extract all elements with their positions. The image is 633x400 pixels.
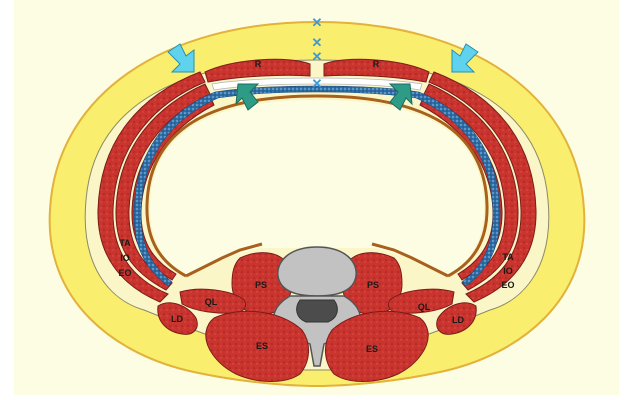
cross-marker-icon: ✕: [312, 15, 323, 30]
label-rectus-right: R: [373, 59, 380, 69]
label-ta-right: TA: [502, 252, 514, 262]
label-ql-left: QL: [205, 297, 218, 307]
label-ta-left: TA: [119, 238, 131, 248]
label-es-left: ES: [256, 341, 268, 351]
vertebral-body: [278, 247, 356, 296]
label-es-right: ES: [366, 344, 378, 354]
label-ld-left: LD: [171, 314, 183, 324]
spinal-canal: [297, 300, 338, 322]
label-eo-right: EO: [501, 280, 514, 290]
cross-marker-icon: ✕: [312, 49, 323, 64]
label-io-left: IO: [120, 253, 130, 263]
label-io-right: IO: [503, 266, 513, 276]
label-ld-right: LD: [452, 315, 464, 325]
cross-marker-icon: ✕: [312, 76, 323, 91]
label-eo-left: EO: [118, 268, 131, 278]
label-ql-right: QL: [418, 302, 431, 312]
label-rectus-left: R: [255, 59, 262, 69]
label-ps-left: PS: [255, 280, 267, 290]
label-ps-right: PS: [367, 280, 379, 290]
cross-marker-icon: ✕: [312, 35, 323, 50]
